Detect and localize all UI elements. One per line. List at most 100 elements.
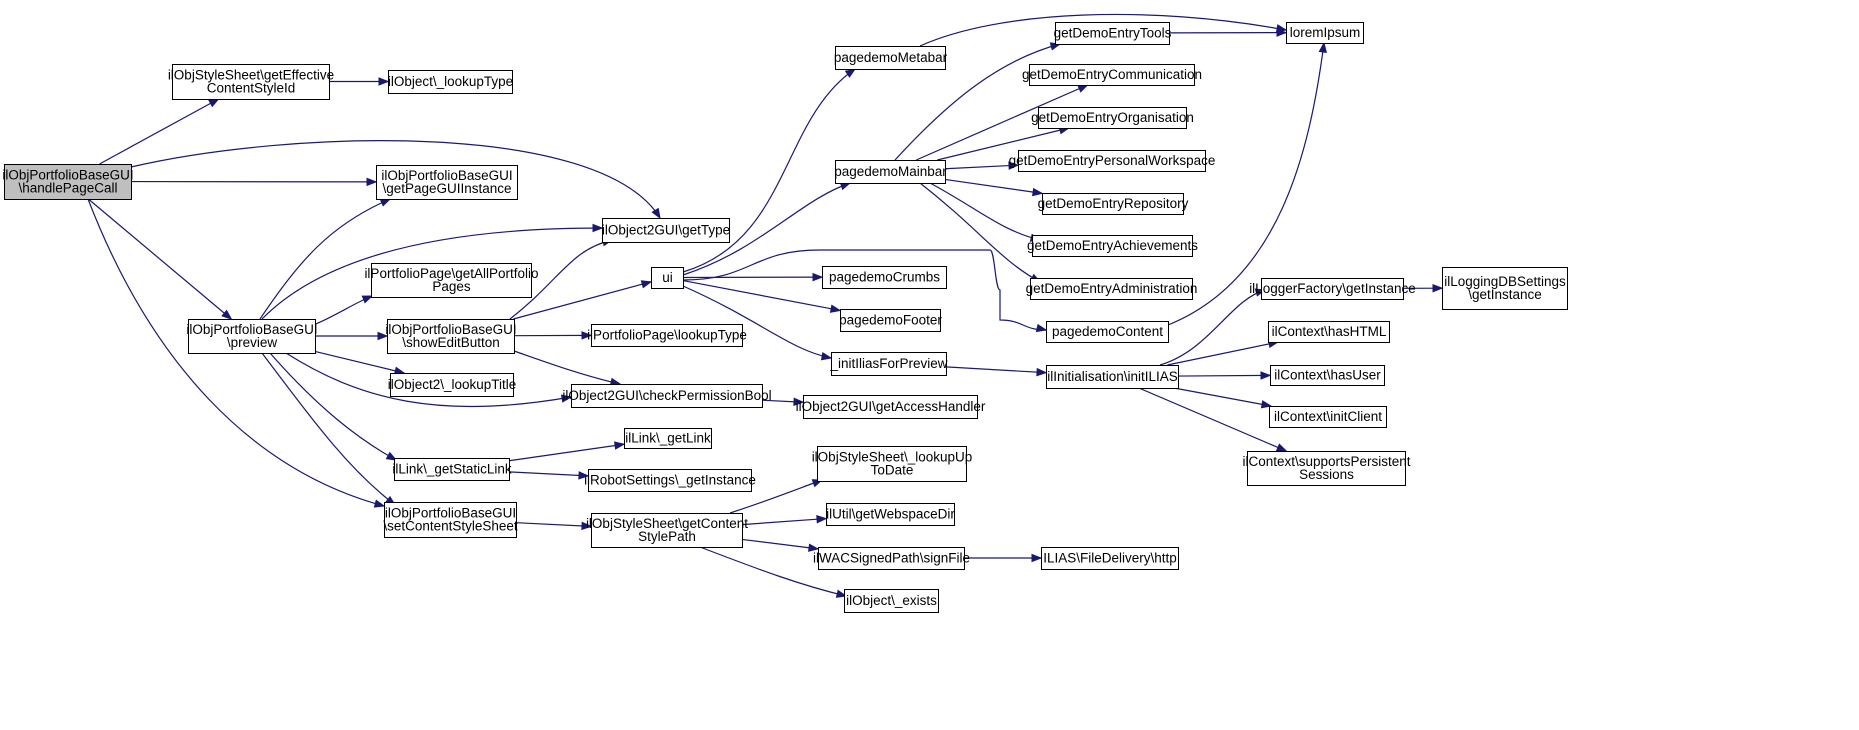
edge-handlePageCall-to-getEffectiveContentStyleId <box>99 98 219 165</box>
node-box <box>376 165 518 200</box>
node-robotGetInstance[interactable]: ilRobotSettings\_getInstance <box>584 469 756 492</box>
node-initClient[interactable]: ilContext\initClient <box>1269 406 1387 428</box>
edge-getStaticLink-to-robotGetInstance <box>508 471 589 477</box>
edge-preview-to-getPageGUIInstance <box>259 198 391 320</box>
node-initILIAS[interactable]: ilInitialisation\initILIAS <box>1046 365 1179 389</box>
arrowhead-getEffectiveContentStyleId-to-objLookupType <box>378 77 390 86</box>
edge-showEditButton-to-ui <box>513 281 652 320</box>
node-box <box>1041 547 1179 570</box>
node-getDemoEntryPersonalWorkspace[interactable]: getDemoEntryPersonalWorkspace <box>1009 150 1216 172</box>
node-box <box>387 319 515 354</box>
node-handlePageCall[interactable]: ilObjPortfolioBaseGUI\handlePageCall <box>2 164 134 200</box>
node-label-line: \getPageGUIInstance <box>382 181 511 196</box>
arrowhead-preview-to-getStaticLink <box>385 451 398 461</box>
node-hasUser[interactable]: ilContext\hasUser <box>1270 365 1385 386</box>
arrowhead-pagedemoMainbar-to-getDemoEntryPersonalWorkspace <box>1008 161 1020 170</box>
node-checkPermissionBool[interactable]: ilObject2GUI\checkPermissionBool <box>562 384 772 408</box>
node-objExists[interactable]: ilObject\_exists <box>844 589 939 613</box>
node-initIliasForPreview[interactable]: _initIliasForPreview <box>829 352 948 376</box>
node-getDemoEntryTools[interactable]: getDemoEntryTools <box>1054 22 1172 45</box>
node-label-line: ilContext\hasUser <box>1274 368 1381 383</box>
node-loggingDBSettingsGetInstance[interactable]: ilLoggingDBSettings\getInstance <box>1442 267 1568 310</box>
node-ui[interactable]: ui <box>651 267 684 289</box>
node-loremIpsum[interactable]: loremIpsum <box>1286 22 1364 44</box>
node-label-line: \preview <box>227 335 278 350</box>
node-getLink[interactable]: ilLink\_getLink <box>624 428 712 449</box>
node-getPageGUIInstance[interactable]: ilObjPortfolioBaseGUI\getPageGUIInstance <box>376 165 518 200</box>
edge-handlePageCall-to-preview <box>87 198 232 320</box>
node-box <box>1018 150 1206 172</box>
edge-pagedemoMainbar-to-getDemoEntryTools <box>894 43 1061 161</box>
node-fileDeliveryHttp[interactable]: ILIAS\FileDelivery\http <box>1041 547 1179 570</box>
node-box <box>1029 64 1195 86</box>
node-preview[interactable]: ilObjPortfolioBaseGUI\preview <box>186 319 318 354</box>
node-pagedemoMetabar[interactable]: pagedemoMetabar <box>834 46 948 70</box>
arrowhead-getContentStylePath-to-objExists <box>835 589 848 598</box>
edge-setContentStyleSheet-to-getContentStylePath <box>515 522 592 527</box>
node-label-line: ContentStyleId <box>207 81 296 96</box>
arrowhead-handlePageCall-to-getEffectiveContentStyleId <box>208 98 220 108</box>
node-label-line: ilUtil\getWebspaceDir <box>826 507 955 522</box>
arrowhead-showEditButton-to-portfolioLookupType <box>581 331 593 340</box>
node-label-line: ilLoggingDBSettings <box>1444 274 1566 289</box>
node-pagedemoContent[interactable]: pagedemoContent <box>1046 321 1169 343</box>
node-label-line: ilRobotSettings\_getInstance <box>584 473 756 488</box>
node-label-line: ILIAS\FileDelivery\http <box>1043 551 1177 566</box>
node-box <box>371 263 532 298</box>
node-box <box>624 428 712 449</box>
node-label-line: \showEditButton <box>402 335 500 350</box>
node-label-line: ilObjPortfolioBaseGUI <box>186 322 317 337</box>
node-label-line: ui <box>662 270 673 285</box>
node-hasHTML[interactable]: ilContext\hasHTML <box>1268 321 1390 343</box>
node-label-line: ilObjStyleSheet\_lookupUp <box>812 450 973 465</box>
node-label-line: ilObject\_exists <box>846 593 937 608</box>
edge-getContentStylePath-to-getWebspaceDir <box>741 517 827 526</box>
edge-preview-to-getType <box>261 227 603 320</box>
node-signFile[interactable]: ilWACSignedPath\signFile <box>813 547 970 570</box>
node-setContentStyleSheet[interactable]: ilObjPortfolioBaseGUI\setContentStyleShe… <box>383 502 518 538</box>
node-box <box>394 458 510 481</box>
node-getAccessHandler[interactable]: ilObject2GUI\getAccessHandler <box>796 395 986 419</box>
edge-getContentStylePath-to-signFile <box>741 538 819 550</box>
node-getEffectiveContentStyleId[interactable]: ilObjStyleSheet\getEffectiveContentStyle… <box>168 64 334 100</box>
node-box <box>1046 321 1169 343</box>
node-getType[interactable]: ilObject2GUI\getType <box>602 218 730 243</box>
node-showEditButton[interactable]: ilObjPortfolioBaseGUI\showEditButton <box>385 319 517 354</box>
nodes-layer: ilObjPortfolioBaseGUI\handlePageCall ilOb… <box>2 22 1568 613</box>
arrowhead-getStaticLink-to-robotGetInstance <box>578 471 590 480</box>
node-pagedemoCrumbs[interactable]: pagedemoCrumbs <box>822 266 947 289</box>
node-getDemoEntryOrganisation[interactable]: getDemoEntryOrganisation <box>1031 107 1194 129</box>
arrowhead-getContentStylePath-to-getWebspaceDir <box>816 515 828 524</box>
node-objLookupType[interactable]: ilObject\_lookupType <box>388 70 513 94</box>
node-box <box>831 352 947 376</box>
arrowhead-pagedemoMainbar-to-getDemoEntryCommunication <box>1077 84 1089 93</box>
node-box <box>588 469 752 492</box>
node-label-line: ilObject2GUI\getAccessHandler <box>796 399 986 414</box>
arrowhead-initIliasForPreview-to-initILIAS <box>1036 367 1048 377</box>
node-pagedemoMainbar[interactable]: pagedemoMainbar <box>834 160 947 184</box>
edge-ui-to-pagedemoMainbar <box>682 182 851 276</box>
node-loggerFactoryGetInstance[interactable]: ilLoggerFactory\getInstance <box>1249 278 1416 300</box>
node-getDemoEntryCommunication[interactable]: getDemoEntryCommunication <box>1022 64 1202 86</box>
node-getDemoEntryAdministration[interactable]: getDemoEntryAdministration <box>1026 278 1198 300</box>
node-pagedemoFooter[interactable]: pagedemoFooter <box>839 309 942 332</box>
node-getDemoEntryAchievements[interactable]: getDemoEntryAchievements <box>1027 235 1198 257</box>
node-box <box>1046 365 1179 389</box>
node-getDemoEntryRepository[interactable]: getDemoEntryRepository <box>1038 193 1189 215</box>
edge-ui-to-pagedemoFooter <box>682 279 841 312</box>
node-label-line: ilLink\_getLink <box>625 431 711 446</box>
node-lookupTitle[interactable]: ilObject2\_lookupTitle <box>388 373 517 397</box>
node-getWebspaceDir[interactable]: ilUtil\getWebspaceDir <box>826 503 955 526</box>
arrowhead-preview-to-getPageGUIInstance <box>379 198 392 207</box>
edge-initILIAS-to-loggerFactoryGetInstance <box>1159 289 1266 366</box>
node-getStaticLink[interactable]: ilLink\_getStaticLink <box>392 458 512 481</box>
arrowhead-showEditButton-to-ui <box>640 280 653 289</box>
edge-preview-to-getStaticLink <box>269 352 397 461</box>
node-label-line: ilPortfolioPage\getAllPortfolio <box>364 266 538 281</box>
arrowhead-getStaticLink-to-getLink <box>613 441 626 450</box>
node-portfolioLookupType[interactable]: ilPortfolioPage\lookupType <box>587 324 747 347</box>
